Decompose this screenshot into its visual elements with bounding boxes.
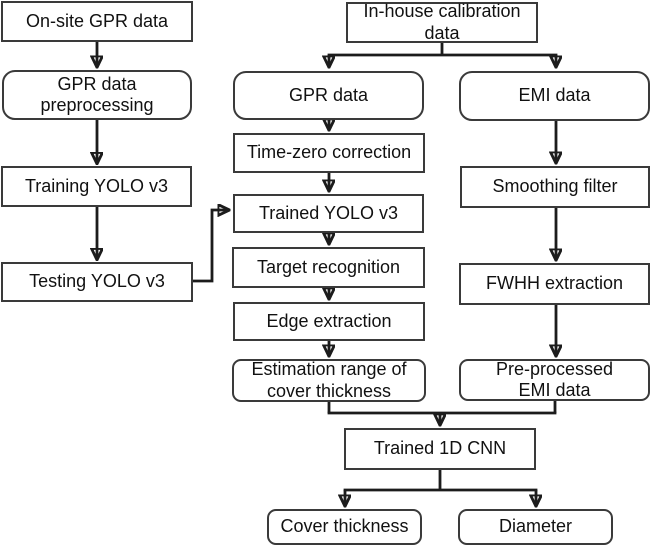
node-smoothing-filter: Smoothing filter — [460, 166, 650, 208]
node-training-yolo-v3: Training YOLO v3 — [1, 166, 192, 207]
node-cover-thickness: Cover thickness — [267, 509, 422, 545]
node-gpr-data: GPR data — [233, 71, 424, 120]
node-label: On-site GPR data — [25, 10, 169, 31]
node-inhouse-calibration-data: In-house calibration data — [346, 1, 538, 43]
node-label: Estimation range of cover thickness — [251, 359, 407, 401]
node-estimation-range: Estimation range of cover thickness — [232, 359, 426, 402]
node-label: GPR data preprocessing — [40, 73, 154, 115]
node-label: Testing YOLO v3 — [29, 271, 165, 292]
node-fwhh-extraction: FWHH extraction — [459, 263, 650, 305]
node-label: EMI data — [518, 85, 591, 106]
node-label: Edge extraction — [266, 310, 392, 331]
node-label: Target recognition — [256, 256, 401, 277]
node-time-zero-correction: Time-zero correction — [233, 133, 425, 173]
node-label: Pre-processed EMI data — [495, 358, 614, 400]
node-trained-1d-cnn: Trained 1D CNN — [344, 428, 536, 470]
node-label: Diameter — [498, 516, 573, 537]
node-label: FWHH extraction — [485, 273, 624, 294]
node-label: Smoothing filter — [492, 176, 618, 197]
node-label: Training YOLO v3 — [24, 175, 169, 196]
arrow-testing-to-trained-yolo-elbow — [193, 210, 229, 283]
node-label: GPR data — [288, 84, 369, 105]
node-label: Time-zero correction — [246, 142, 412, 163]
node-label: Cover thickness — [280, 516, 409, 537]
node-testing-yolo-v3: Testing YOLO v3 — [1, 262, 193, 302]
node-label: Trained 1D CNN — [373, 438, 507, 459]
node-diameter: Diameter — [458, 509, 613, 545]
node-gpr-data-preprocessing: GPR data preprocessing — [2, 70, 192, 120]
node-onsite-gpr-data: On-site GPR data — [1, 1, 193, 42]
node-edge-extraction: Edge extraction — [233, 302, 425, 341]
node-label: In-house calibration data — [363, 1, 521, 43]
node-target-recognition: Target recognition — [232, 247, 425, 288]
node-trained-yolo-v3: Trained YOLO v3 — [233, 194, 424, 233]
node-emi-data: EMI data — [459, 71, 650, 121]
node-preprocessed-emi-data: Pre-processed EMI data — [459, 359, 650, 401]
node-label: Trained YOLO v3 — [258, 202, 399, 223]
